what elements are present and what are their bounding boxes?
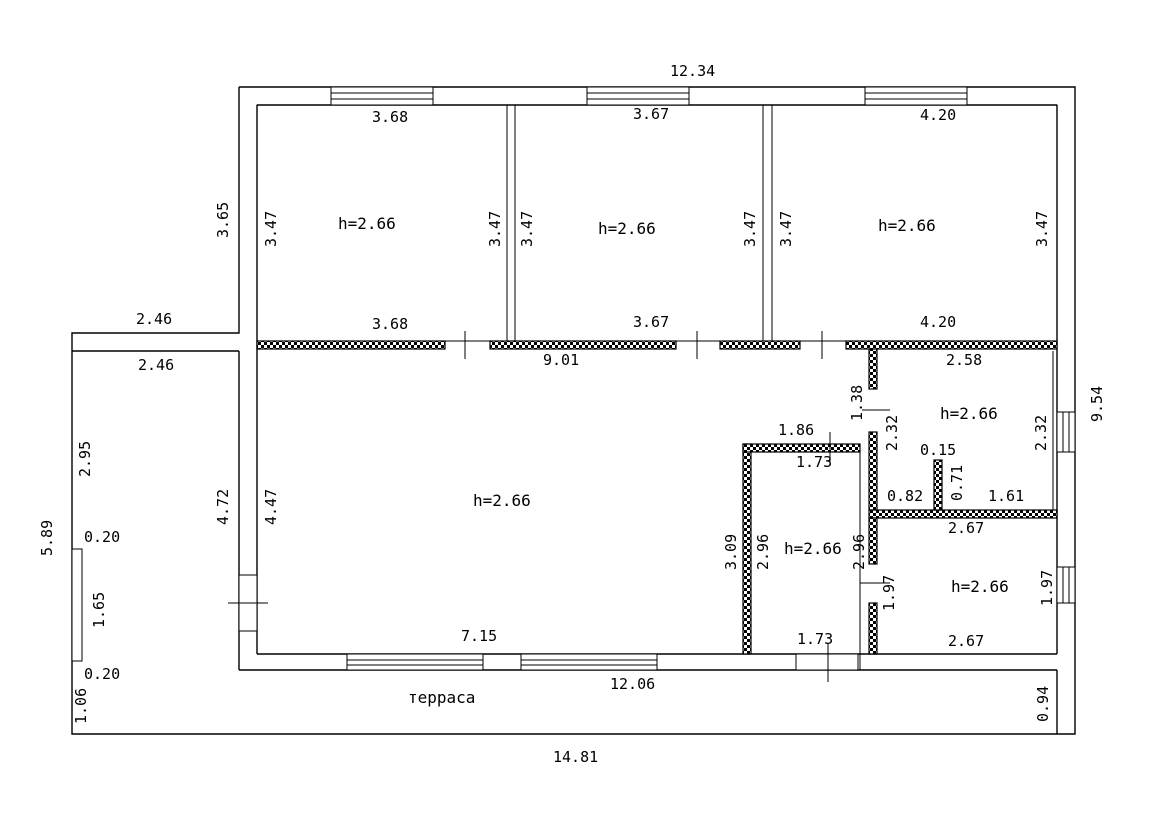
room2-height: h=2.66	[598, 219, 656, 238]
dim-room2-right: 3.47	[741, 211, 759, 247]
dim-hall-left: 4.47	[262, 489, 280, 525]
window-room1	[330, 86, 434, 106]
dim-room3-right: 3.47	[1033, 211, 1051, 247]
room6-height: h=2.66	[951, 577, 1009, 596]
porch-opening	[71, 548, 83, 662]
window-room2	[586, 86, 690, 106]
room-height-labels: h=2.66 h=2.66 h=2.66 h=2.66 h=2.66 h=2.6…	[338, 214, 1009, 596]
dim-porch-opening: 1.65	[90, 592, 108, 628]
dim-room1-left: 3.47	[262, 211, 280, 247]
terrace-door	[795, 644, 859, 682]
dim-terrace-right: 0.94	[1034, 686, 1052, 722]
window-room3	[864, 86, 968, 106]
dim-porch-gap-bottom: 0.20	[84, 665, 120, 683]
room-outlines	[256, 104, 1058, 670]
dim-niche-width: 0.15	[920, 441, 956, 459]
dim-corridor-top-outer: 1.86	[778, 421, 814, 439]
dim-left-overall: 5.89	[38, 520, 56, 556]
window-right-lower	[1056, 566, 1076, 604]
dim-corridor-right: 2.96	[850, 534, 868, 570]
interior-walls	[256, 340, 1058, 655]
dim-room1-bottom: 3.68	[372, 315, 408, 333]
dim-room6-top: 2.67	[948, 519, 984, 537]
dim-bath-width: 0.82	[887, 487, 923, 505]
dim-room6-left: 1.97	[880, 575, 898, 611]
dim-corridor-inner: 2.96	[754, 534, 772, 570]
windows	[71, 86, 1076, 682]
dim-porch-bottom: 2.46	[138, 356, 174, 374]
dim-room5-left: 2.32	[883, 415, 901, 451]
dim-porch-top: 2.46	[136, 310, 172, 328]
dim-terrace-bottom: 12.06	[610, 675, 655, 693]
outer-walls	[71, 86, 1076, 735]
dim-left-wing-upper: 3.65	[214, 202, 232, 238]
dim-top-overall: 12.34	[670, 62, 715, 80]
window-right-upper	[1056, 411, 1076, 453]
door-ticks	[464, 331, 890, 584]
room3-height: h=2.66	[878, 216, 936, 235]
dim-porch-lower: 1.06	[72, 688, 90, 724]
hall-height: h=2.66	[473, 491, 531, 510]
room1-height: h=2.66	[338, 214, 396, 233]
dimension-labels: 12.34 14.81 12.06 9.54 5.89 3.65 4.72 2.…	[38, 62, 1106, 766]
dim-room2-left: 3.47	[518, 211, 536, 247]
dim-room5-right: 2.32	[1032, 415, 1050, 451]
dim-bath-rest: 1.61	[988, 487, 1024, 505]
dim-right-overall: 9.54	[1088, 386, 1106, 422]
dim-hall-bottom: 7.15	[461, 627, 497, 645]
dim-niche-depth: 0.71	[948, 465, 966, 501]
entry-door	[228, 574, 268, 632]
corridor-height: h=2.66	[784, 539, 842, 558]
room5-height: h=2.66	[940, 404, 998, 423]
window-hall-1	[346, 653, 484, 671]
dim-room2-top: 3.67	[633, 105, 669, 123]
dim-corridor-outer: 3.09	[722, 534, 740, 570]
terrace-label: терраса	[408, 688, 475, 707]
dim-room3-top: 4.20	[920, 106, 956, 124]
dim-bottom-overall: 14.81	[553, 748, 598, 766]
dim-room5-recess: 1.38	[848, 385, 866, 421]
dim-porch-side: 2.95	[76, 441, 94, 477]
dim-room5-top: 2.58	[946, 351, 982, 369]
dim-corridor-bottom: 1.73	[797, 630, 833, 648]
dim-corridor-top-inner: 1.73	[796, 453, 832, 471]
dim-room1-right: 3.47	[486, 211, 504, 247]
dim-room2-bottom: 3.67	[633, 313, 669, 331]
dim-room3-left: 3.47	[777, 211, 795, 247]
window-hall-2	[520, 653, 658, 671]
dim-room6-bottom: 2.67	[948, 632, 984, 650]
dim-left-wing-outer: 4.72	[214, 489, 232, 525]
dim-room1-top: 3.68	[372, 108, 408, 126]
dim-hall-top: 9.01	[543, 351, 579, 369]
dim-room3-bottom: 4.20	[920, 313, 956, 331]
dim-room6-right: 1.97	[1038, 570, 1056, 606]
dim-porch-gap-top: 0.20	[84, 528, 120, 546]
